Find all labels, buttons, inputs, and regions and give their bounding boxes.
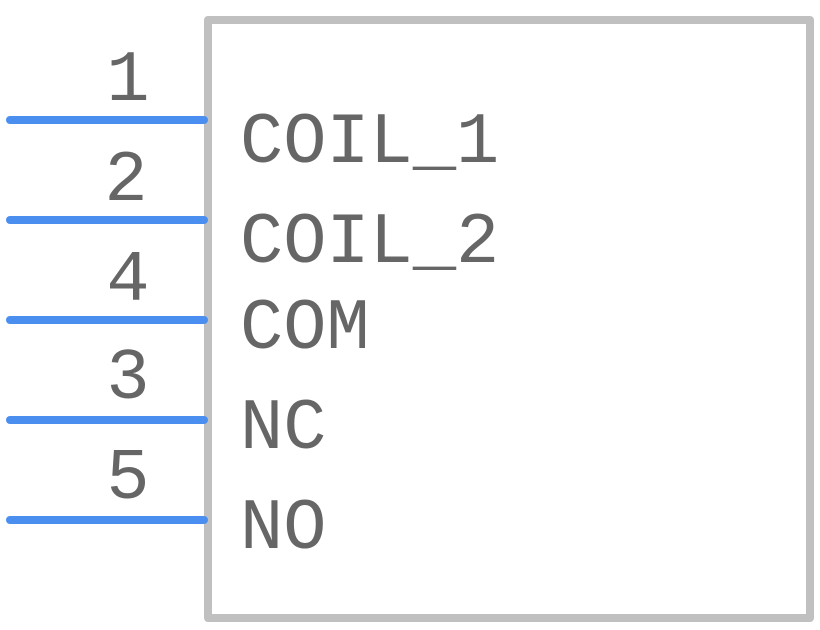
pin-label-coil-2: COIL_2 bbox=[240, 202, 499, 284]
pin-label-nc: NC bbox=[240, 388, 326, 470]
pin-number-1: 1 bbox=[106, 40, 149, 122]
pin-number-4: 4 bbox=[106, 240, 149, 322]
pin-number-2: 2 bbox=[104, 140, 147, 222]
pin-label-coil-1: COIL_1 bbox=[240, 102, 499, 184]
pin-number-3: 3 bbox=[106, 338, 149, 420]
pin-number-5: 5 bbox=[106, 438, 149, 520]
pin-label-no: NO bbox=[240, 488, 326, 570]
pin-label-com: COM bbox=[240, 288, 370, 370]
component-body bbox=[204, 16, 814, 622]
